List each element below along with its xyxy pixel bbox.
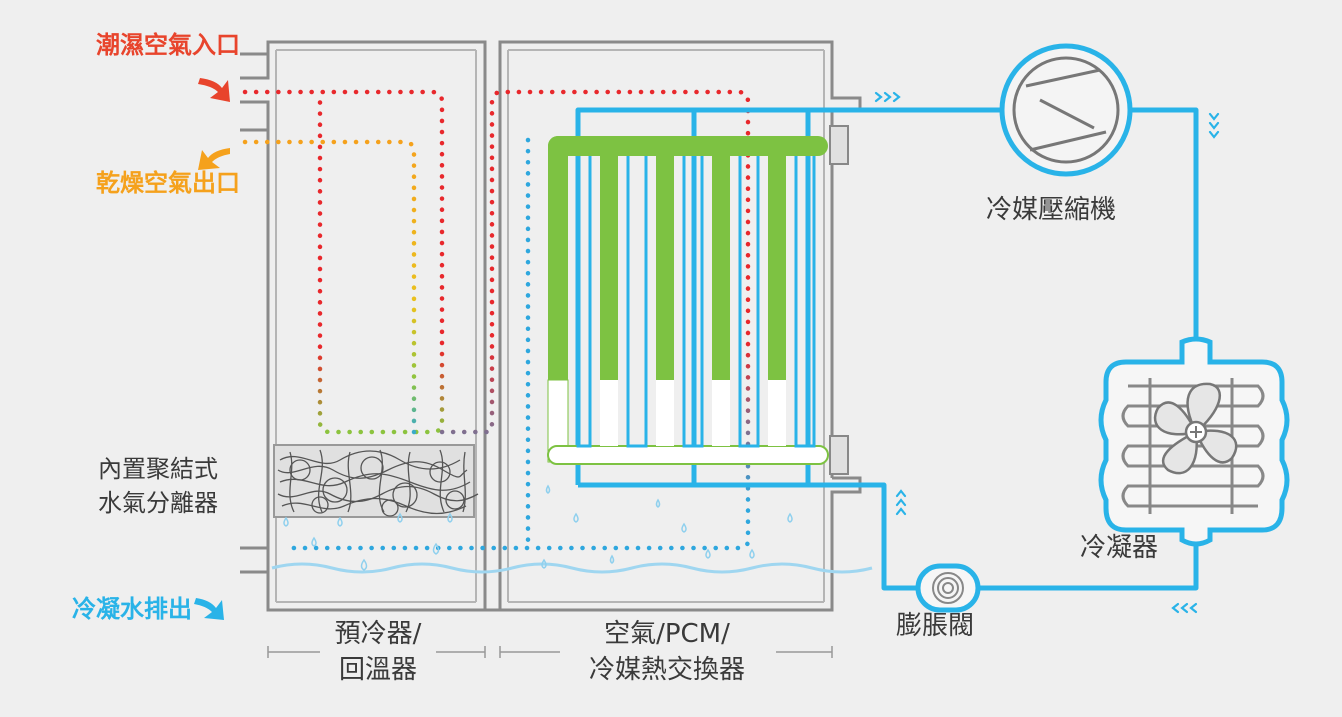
coalescing-separator-mesh (273, 444, 479, 518)
humid-air-inlet-label: 潮濕空氣入口 (96, 31, 240, 59)
dry-air-outlet-label: 乾燥空氣出口 (96, 169, 240, 197)
pcm-heat-exchanger (547, 125, 849, 475)
water-droplets (283, 484, 793, 571)
precooler-label-line1: 預冷器/ (334, 619, 422, 649)
inlet-arrow-icon (198, 78, 230, 102)
exchanger-label-line2: 冷媒熱交換器 (588, 655, 745, 685)
flow-direction-arrows (874, 91, 1220, 614)
refrigerant-loop (575, 107, 1199, 591)
water-surface (271, 562, 873, 574)
expansion-valve-icon (915, 563, 981, 613)
expansion-valve-label: 膨脹閥 (896, 611, 975, 641)
condenser-label: 冷凝器 (1080, 533, 1159, 563)
dry-air-path (242, 139, 417, 443)
compressor-icon (999, 43, 1133, 177)
exchanger-label-line1: 空氣/PCM/ (604, 619, 730, 649)
outlet-arrow-icon (198, 148, 230, 170)
condensate-drain-label: 冷凝水排出 (72, 595, 192, 623)
dimension-lines (267, 646, 833, 658)
condenser-icon (1098, 336, 1290, 547)
humid-air-path (242, 89, 751, 551)
drain-arrow-icon (194, 598, 224, 620)
compressor-label: 冷媒壓縮機 (986, 195, 1117, 225)
coalescing-separator-label-line1: 內置聚結式 (98, 455, 218, 483)
precooler-label-line2: 回溫器 (338, 655, 417, 685)
coalescing-separator-label-line2: 水氣分離器 (98, 489, 218, 517)
